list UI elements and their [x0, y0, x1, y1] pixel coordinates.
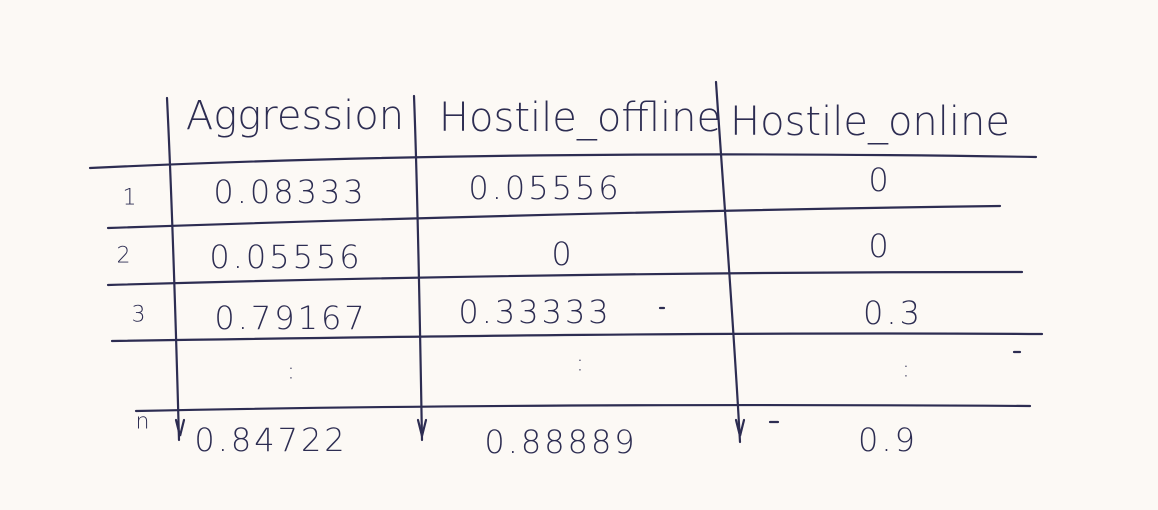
cell-hostile-offline: 0.33333: [458, 293, 612, 331]
ellipsis-mark: :: [287, 359, 295, 385]
col-2-left-rule: [412, 94, 424, 442]
row-2-underline: [106, 270, 1024, 287]
tick-mark: [416, 418, 428, 437]
header-hostile-online: Hostile_online: [730, 99, 1010, 145]
row-1-underline: [106, 204, 1002, 230]
col-3-left-rule: [714, 80, 742, 444]
row-index: 1: [122, 185, 138, 211]
ellipsis-mark: :: [902, 357, 910, 383]
cell-aggression: 0.08333: [213, 173, 367, 211]
row-index: 3: [131, 302, 147, 328]
tick-mark: [174, 418, 186, 437]
cell-hostile-online: 0: [868, 227, 892, 265]
row-index: n: [135, 409, 151, 435]
header-underline: [88, 153, 1038, 170]
cell-hostile-offline: 0: [551, 235, 575, 273]
cell-hostile-online: 0.3: [863, 294, 923, 332]
header-hostile-offline: Hostile_offline: [438, 95, 722, 141]
header-aggression: Aggression: [185, 93, 405, 139]
row-index: 2: [116, 243, 132, 269]
row-3-underline: [110, 332, 1044, 343]
cell-hostile-offline: 0.05556: [468, 169, 622, 207]
cell-aggression: 0.05556: [209, 238, 363, 276]
cell-hostile-offline: 0.88889: [484, 423, 638, 461]
tick-mark: [734, 418, 746, 437]
cell-hostile-online: 0.9: [858, 421, 918, 459]
ellipsis-mark: :: [576, 351, 584, 377]
cell-aggression: 0.84722: [194, 421, 348, 459]
cell-hostile-online: 0: [868, 161, 892, 199]
row-dots-underline: [134, 403, 1032, 413]
col-1-left-rule: [165, 96, 181, 442]
cell-aggression: 0.79167: [214, 299, 368, 337]
